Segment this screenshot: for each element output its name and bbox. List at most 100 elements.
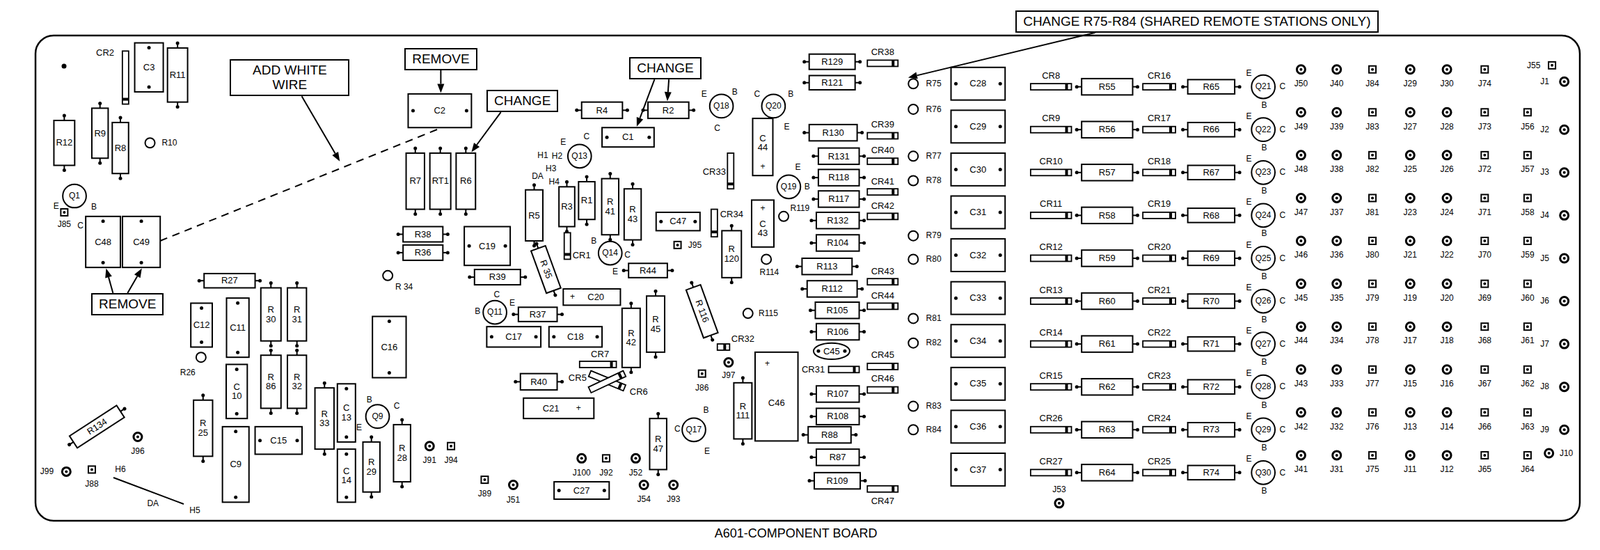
jack-label: J86 bbox=[695, 383, 709, 393]
capacitor-pin bbox=[998, 338, 1003, 343]
pad-center bbox=[1408, 153, 1412, 157]
solder-pad bbox=[862, 329, 866, 334]
pad-center bbox=[1445, 68, 1449, 71]
jack-pad bbox=[1405, 193, 1415, 202]
diode-body bbox=[1142, 469, 1176, 476]
pad-center bbox=[1483, 68, 1486, 71]
capacitor-label: C 43 bbox=[753, 219, 772, 239]
solder-pad bbox=[197, 279, 202, 283]
resistor-body bbox=[53, 120, 75, 166]
pin-label: E bbox=[1246, 283, 1253, 293]
pad-center bbox=[1445, 110, 1449, 114]
pin-label: B bbox=[1261, 228, 1268, 239]
resistor-label: R88 bbox=[821, 430, 838, 440]
solder-pad bbox=[1075, 299, 1079, 303]
solder-pad bbox=[1181, 256, 1185, 260]
solder-pad bbox=[369, 494, 374, 499]
jack-pad bbox=[1405, 407, 1415, 417]
leader-arrowhead bbox=[331, 151, 340, 162]
diode-label: CR14 bbox=[1039, 327, 1063, 338]
diode-body bbox=[1030, 212, 1072, 219]
square-pad bbox=[480, 476, 488, 483]
pad-center bbox=[482, 478, 486, 481]
diode-body bbox=[1142, 297, 1176, 305]
jack-pad bbox=[1560, 339, 1569, 348]
callout-text: ADD WHITE WIRE bbox=[237, 62, 342, 94]
pad-center bbox=[1483, 110, 1486, 114]
pad-center bbox=[1408, 368, 1412, 371]
capacitor-body bbox=[486, 326, 541, 347]
jack-label: J11 bbox=[1403, 464, 1417, 474]
resistor-body bbox=[1081, 421, 1133, 438]
diode-body bbox=[1030, 297, 1072, 305]
capacitor-label: C48 bbox=[94, 237, 112, 248]
solder-pad bbox=[1238, 84, 1242, 89]
capacitor-body bbox=[950, 67, 1005, 101]
solder-pad bbox=[1238, 213, 1242, 218]
solder-pad bbox=[122, 406, 128, 412]
transistor-symbol bbox=[567, 144, 592, 168]
jack-label: J64 bbox=[1520, 464, 1534, 474]
solder-pad bbox=[98, 101, 102, 106]
diode-band bbox=[891, 363, 895, 370]
pad-center bbox=[1371, 325, 1374, 328]
diode-body bbox=[867, 132, 898, 140]
jack-pad bbox=[1442, 279, 1452, 289]
diode-symbol bbox=[1030, 341, 1072, 348]
diode-label: CR39 bbox=[871, 119, 895, 130]
resistor-body bbox=[1081, 164, 1133, 181]
diode-band bbox=[1169, 341, 1172, 348]
resistor-body bbox=[816, 407, 860, 424]
solder-pad bbox=[853, 432, 858, 437]
resistor-label: R4 bbox=[596, 105, 609, 116]
pad-center bbox=[1526, 196, 1530, 200]
solder-pad bbox=[269, 411, 273, 415]
diode-label: CR44 bbox=[871, 290, 895, 301]
resistor-body bbox=[474, 269, 521, 285]
diode-body bbox=[588, 370, 627, 394]
jack-pad bbox=[1332, 450, 1342, 460]
pin-label: C bbox=[1279, 167, 1287, 177]
capacitor-label: C33 bbox=[969, 292, 987, 303]
test-point-label: R 34 bbox=[395, 282, 413, 292]
resistor-label: R 42 bbox=[624, 328, 639, 348]
leader-line bbox=[640, 79, 655, 118]
jack-label: J38 bbox=[1329, 164, 1344, 174]
pad-center bbox=[1335, 68, 1339, 71]
solder-pad bbox=[269, 281, 273, 285]
solder-pad bbox=[709, 337, 715, 342]
pad-center bbox=[634, 456, 637, 460]
diode-body bbox=[867, 302, 898, 310]
jack-pad bbox=[1560, 254, 1569, 263]
resistor-body bbox=[406, 153, 425, 210]
capacitor-label: C15 bbox=[270, 435, 287, 446]
diode-body bbox=[867, 188, 898, 195]
jack-label: J95 bbox=[688, 240, 702, 250]
pin-label: C bbox=[1279, 296, 1287, 306]
resistor-body bbox=[1081, 292, 1133, 310]
pad-center bbox=[1408, 282, 1412, 286]
capacitor-pin bbox=[139, 219, 144, 223]
solder-pad bbox=[862, 240, 866, 245]
transistor-symbol bbox=[1251, 203, 1275, 228]
solder-pad bbox=[1075, 213, 1079, 218]
transistor-label: Q1 bbox=[68, 191, 81, 201]
resistor-body bbox=[807, 280, 858, 297]
capacitor-body bbox=[337, 448, 356, 502]
diode-body bbox=[1030, 126, 1072, 133]
callout-box: REMOVE bbox=[404, 48, 477, 71]
resistor-label: R 120 bbox=[723, 244, 740, 264]
jack-label: J36 bbox=[1329, 250, 1344, 260]
capacitor-body bbox=[407, 93, 472, 128]
test-point-label: R80 bbox=[926, 254, 942, 264]
capacitor-label: C17 bbox=[505, 331, 522, 342]
diode-band bbox=[1169, 169, 1172, 176]
capacitor-pin bbox=[659, 219, 663, 224]
jack-pad bbox=[1332, 365, 1342, 374]
test-point bbox=[908, 401, 918, 412]
pad-center bbox=[1371, 153, 1374, 157]
pin-label: B bbox=[1261, 100, 1268, 110]
pin-label: E bbox=[53, 201, 60, 211]
transistor-label: Q13 bbox=[571, 151, 588, 161]
resistor-label: R105 bbox=[826, 305, 848, 316]
